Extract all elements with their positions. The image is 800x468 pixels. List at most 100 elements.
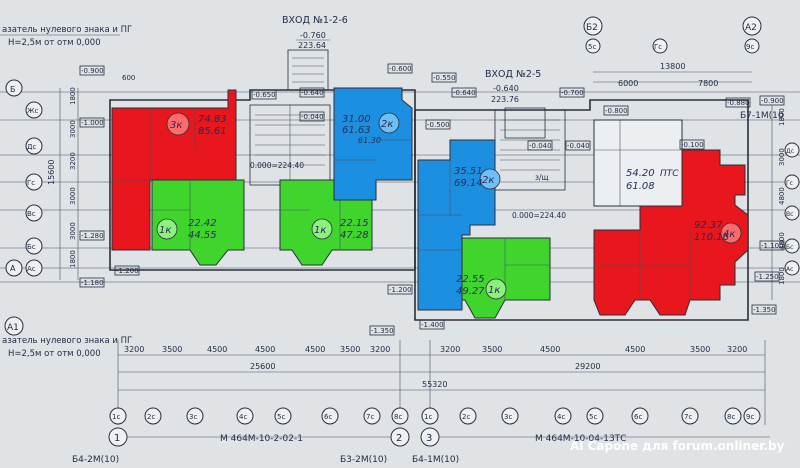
dim-top-7800: 7800	[698, 79, 718, 88]
axis-marker-6c	[321, 407, 339, 425]
apartment-1k-green-3[interactable]	[461, 237, 551, 319]
dim-right-1800: 1800	[778, 108, 786, 126]
axis-label-4c_b: 4с	[557, 413, 565, 421]
axis-label-1c_b: 1с	[424, 413, 432, 421]
axis-marker-1c_b	[421, 407, 439, 425]
apartment-1k-1-room-badge	[156, 218, 178, 240]
axis-label-A2: А2	[745, 23, 757, 33]
entrance-1-elev-a: -0.760	[300, 31, 326, 40]
svg-text:-0.640: -0.640	[301, 89, 324, 97]
svg-text:Вс: Вс	[786, 211, 793, 218]
entrance-1-label: ВХОД №1-2-6	[282, 15, 348, 26]
apartment-2k-1-room-badge	[378, 112, 400, 134]
axis-marker-3c_b	[501, 407, 519, 425]
svg-text:-1.350: -1.350	[371, 327, 394, 335]
svg-text:4500: 4500	[255, 345, 275, 354]
apartment-2k-2-rooms: 2к	[482, 175, 494, 186]
block-label-b4-1m: Б4-1М(10)	[412, 455, 459, 465]
ptc-area-2: 61.08	[626, 181, 655, 192]
dim-top-13800: 13800	[660, 62, 685, 71]
apartment-2k-2-area-1: 35.51	[454, 166, 483, 177]
dim-left-1800b: 1800	[69, 250, 77, 268]
dim-right-4800: 4800	[778, 187, 786, 205]
entrance-stair-2	[504, 107, 546, 139]
svg-text:-0.800: -0.800	[605, 107, 628, 115]
apartment-3k-rooms: 3к	[170, 120, 182, 131]
svg-text:-1.180: -1.180	[81, 279, 104, 287]
axis-marker-2c_b	[459, 407, 477, 425]
axis-marker-3c	[186, 407, 204, 425]
axis-label-5c_b: 5с	[589, 413, 597, 421]
apartment-1k-3-area-1: 22.55	[456, 274, 485, 285]
axis-marker-7c_b	[681, 407, 699, 425]
bottom-dimension-lines	[117, 340, 766, 425]
axis-label-1: 1	[114, 433, 120, 444]
svg-text:4500: 4500	[207, 345, 227, 354]
svg-text:3200: 3200	[124, 345, 144, 354]
entrance-1-elev-b: 223.64	[298, 41, 326, 50]
apartment-2k-1-area-2: 61.63	[342, 125, 371, 136]
apartment-1k-3-room-badge	[485, 278, 507, 300]
svg-text:-0.500: -0.500	[427, 121, 450, 129]
axis-marker-1c	[109, 407, 127, 425]
apartment-2k-blue-2[interactable]	[417, 139, 496, 311]
dim-total-right: 29200	[575, 362, 600, 371]
axis-marker-4c	[236, 407, 254, 425]
svg-text:-0.040: -0.040	[529, 142, 552, 150]
axis-label-6c: 6с	[324, 413, 332, 421]
apartment-2k-2-area-2: 69.14	[454, 178, 483, 189]
ptc-area-1: 54.20	[626, 168, 655, 179]
svg-text:-1.250: -1.250	[756, 273, 779, 281]
axis-marker-8c_b	[724, 407, 742, 425]
apartment-4k-rooms: 4к	[723, 229, 735, 240]
apartment-2k-1-area-3: 61.30	[358, 136, 381, 145]
entrance-2-elev-a: -0.640	[493, 84, 519, 93]
apartment-3k-area-2: 85.61	[198, 126, 227, 137]
svg-text:-0.650: -0.650	[253, 91, 276, 99]
svg-text:Бс: Бс	[786, 244, 793, 251]
svg-text:3500: 3500	[482, 345, 502, 354]
entrance-2-elev-b: 223.76	[491, 95, 519, 104]
axis-marker-top-9c	[744, 38, 760, 54]
entrance-stair-1	[287, 49, 329, 91]
dim-left-3200: 3200	[69, 152, 77, 170]
dim-left-3000a: 3000	[69, 120, 77, 138]
entrance-2-label: ВХОД №2-5	[485, 69, 541, 80]
axis-marker-B2	[583, 16, 603, 36]
zz-label: з/щ	[535, 173, 549, 182]
apartment-1k-2-rooms: 1к	[314, 225, 326, 236]
svg-text:-0.900: -0.900	[81, 67, 104, 75]
axis-label-top-5c: 5с	[588, 43, 596, 51]
svg-text:-1.200: -1.200	[116, 267, 139, 275]
dim-total-all: 55320	[422, 380, 447, 389]
svg-text:-1.350: -1.350	[753, 306, 776, 314]
apartment-1k-green-1[interactable]	[151, 179, 245, 266]
svg-text:Ас: Ас	[27, 265, 36, 273]
block-label-b7: Б7-1М(10	[740, 111, 784, 121]
apartment-1k-2-area-1: 22.15	[340, 218, 369, 229]
svg-text:-1.400: -1.400	[421, 321, 444, 329]
axis-marker-2c	[144, 407, 162, 425]
axis-marker-A2	[742, 16, 762, 36]
apartment-4k-area-1: 92.37	[694, 220, 723, 231]
axis-label-3c: 3с	[189, 413, 197, 421]
dim-left-1800: 1800	[69, 87, 77, 105]
left-top-note-2: Н=2,5м от отм 0,000	[8, 38, 101, 48]
left-axis-markers: Б Жс Дс Гс Вс Бс А Ас	[5, 79, 43, 277]
left-bottom-note-1: азатель нулевого знака и ПГ	[2, 336, 132, 346]
axis-label-3c_b: 3с	[504, 413, 512, 421]
section-left-label: М 464М-10-2-02-1	[220, 434, 303, 444]
bottom-dims-row1: 3200 3500 4500 4500 4500 3500 3200 3200 …	[124, 345, 747, 354]
svg-text:Вс: Вс	[27, 210, 36, 218]
apartment-4k-red[interactable]	[593, 149, 749, 316]
dim-right-1800b: 1800	[778, 267, 786, 285]
apartment-2k-1-rooms: 2к	[381, 119, 393, 130]
svg-text:-0.640: -0.640	[453, 89, 476, 97]
apartment-1k-1-rooms: 1к	[159, 225, 171, 236]
axis-label-1c: 1с	[112, 413, 120, 421]
svg-text:-0.900: -0.900	[761, 97, 784, 105]
ptc-room[interactable]	[593, 119, 683, 207]
block-label-b4-2m: Б4-2М(10)	[72, 455, 119, 465]
